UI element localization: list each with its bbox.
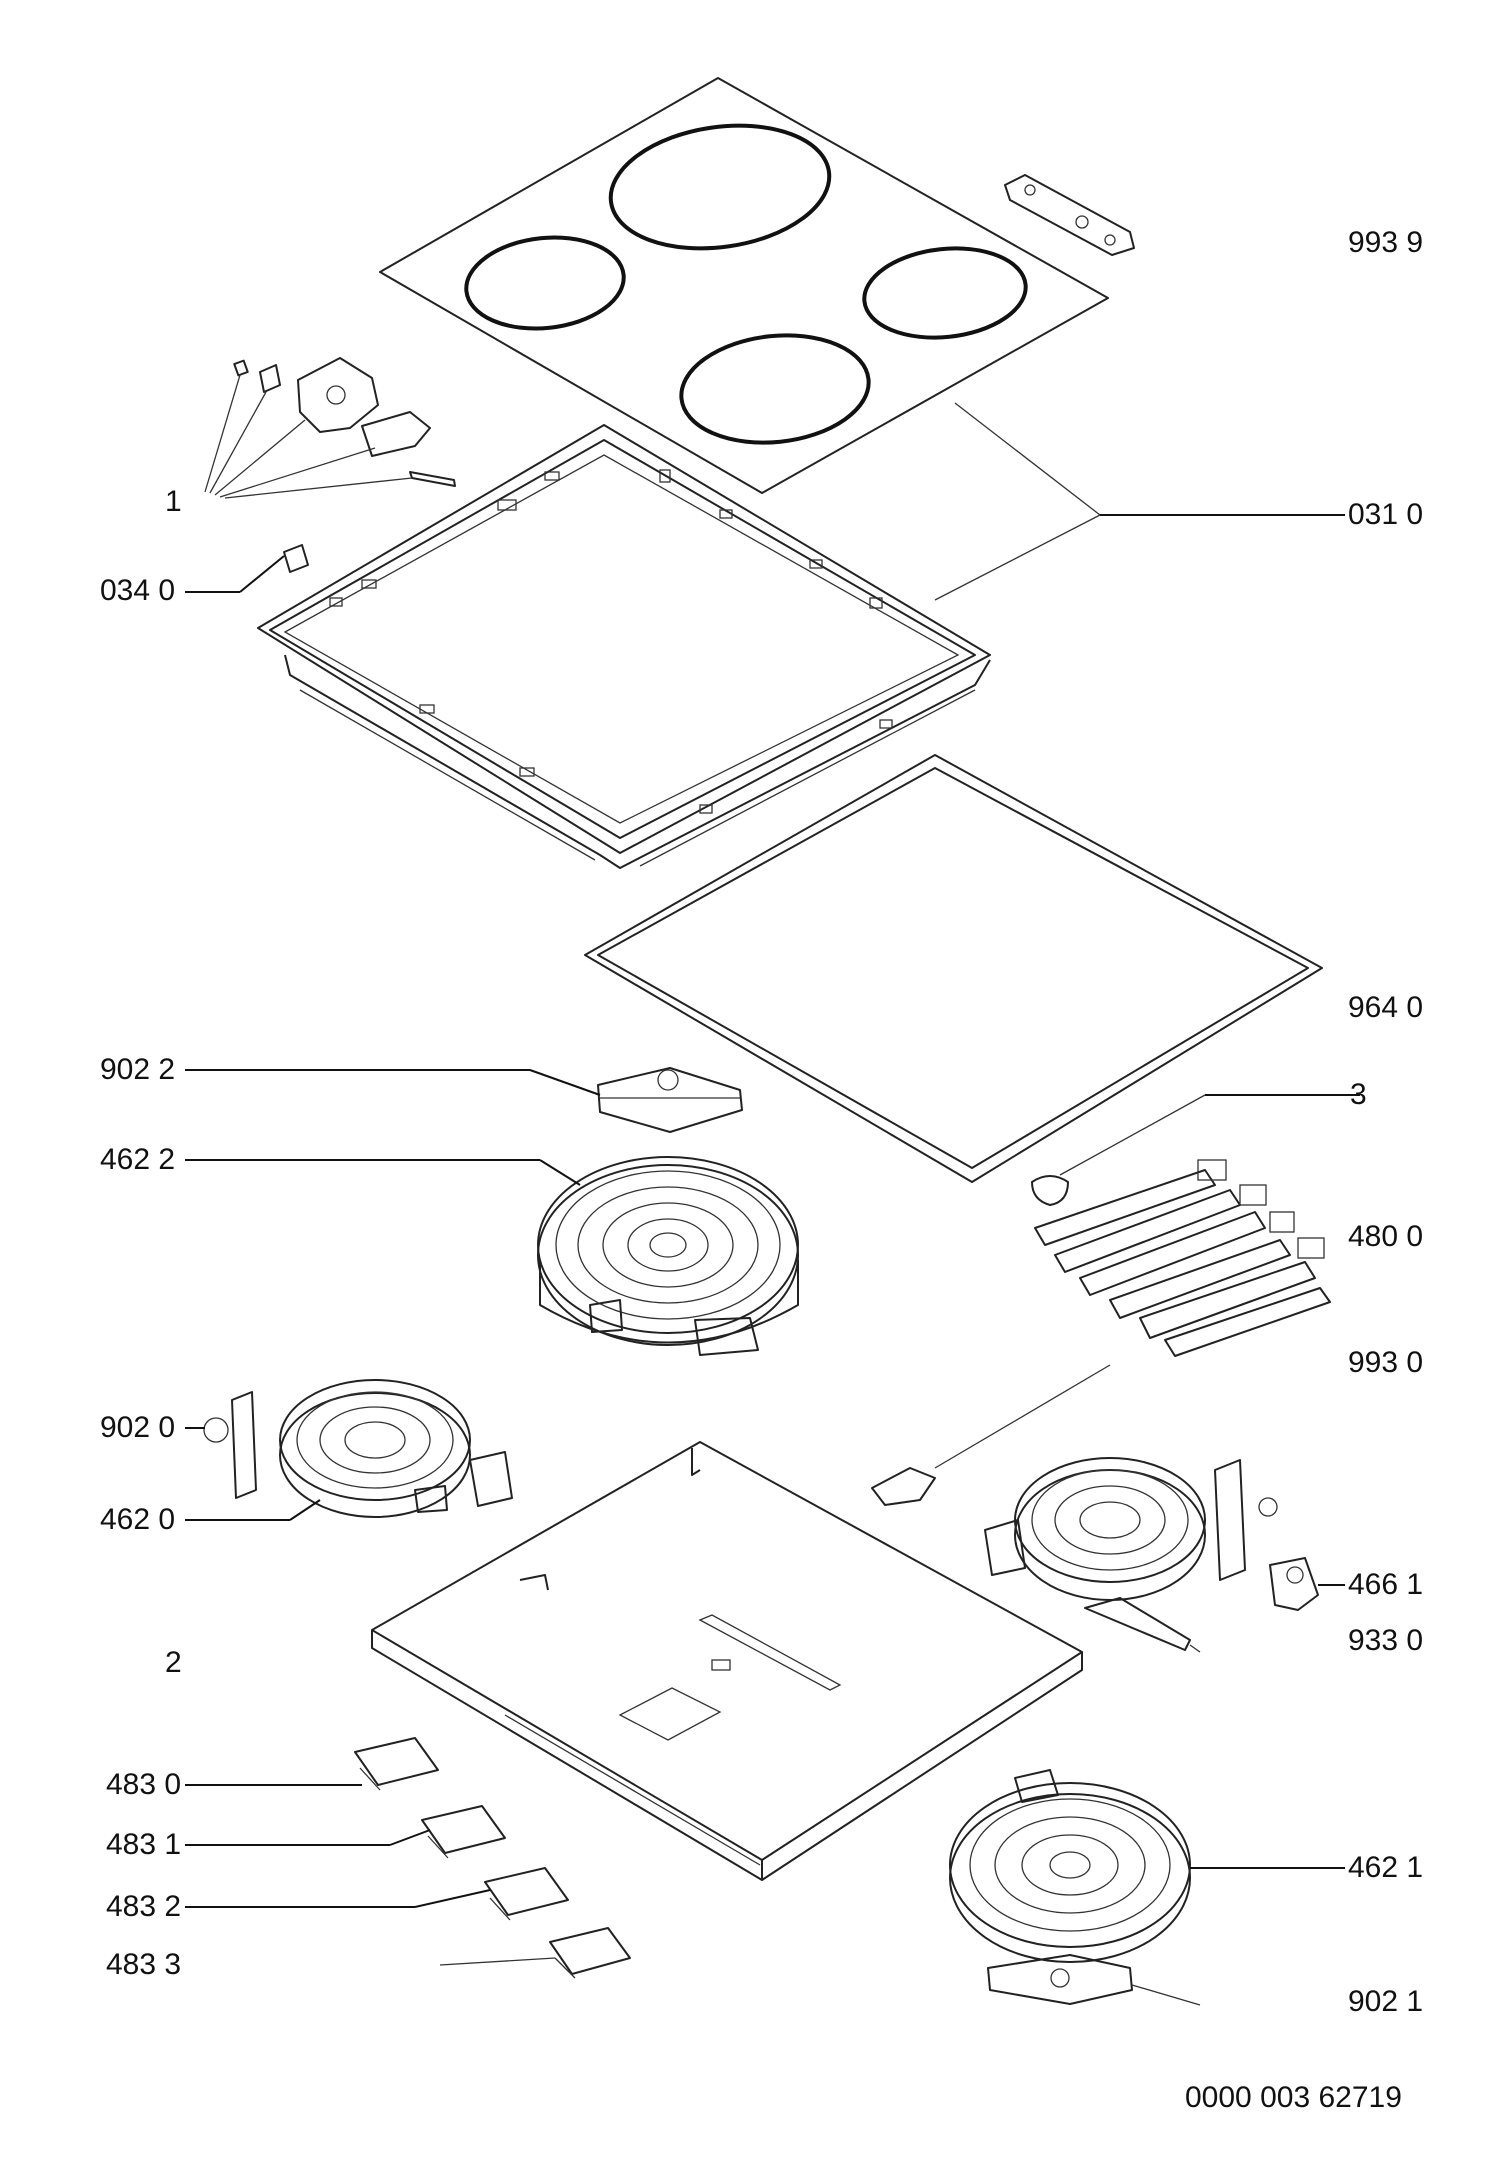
frame-seal xyxy=(584,754,1323,1183)
label-462-1: 462 1 xyxy=(1348,1851,1424,1884)
label-034-0: 034 0 xyxy=(100,574,176,607)
label-1: 1 xyxy=(165,485,182,518)
label-466-1: 466 1 xyxy=(1348,1568,1424,1601)
label-902-2: 902 2 xyxy=(100,1053,176,1086)
heating-element-462-1 xyxy=(949,1769,1191,1963)
label-483-1: 483 1 xyxy=(106,1828,182,1861)
label-031-0: 031 0 xyxy=(1348,498,1424,531)
label-902-1: 902 1 xyxy=(1348,1985,1424,2018)
connector-483-1 xyxy=(421,1805,506,1859)
connector-483-0 xyxy=(354,1737,439,1791)
bracket-902-2 xyxy=(597,1067,743,1133)
energy-regulators-480 xyxy=(1034,1159,1331,1357)
label-483-0: 483 0 xyxy=(106,1768,182,1801)
bracket-902-1 xyxy=(987,1954,1133,2005)
bracket-933-0 xyxy=(1084,1597,1201,1653)
clip-part-034 xyxy=(283,544,309,573)
thermal-limiter-466-1 xyxy=(1269,1557,1319,1611)
connector-483-2 xyxy=(484,1867,569,1921)
hob-frame xyxy=(257,424,991,869)
label-2: 2 xyxy=(165,1646,182,1679)
leader-lines xyxy=(185,402,1360,2006)
bracket-902-0 xyxy=(203,1391,257,1499)
connector-483-3 xyxy=(549,1927,631,1979)
base-tray xyxy=(371,1441,1083,1881)
heating-element-462-2 xyxy=(537,1156,799,1356)
label-993-9: 993 9 xyxy=(1348,226,1424,259)
small-part-3 xyxy=(1031,1175,1069,1206)
label-462-2: 462 2 xyxy=(100,1143,176,1176)
label-480-0: 480 0 xyxy=(1348,1220,1424,1253)
label-483-3: 483 3 xyxy=(106,1948,182,1981)
heating-element-right xyxy=(984,1457,1278,1601)
label-964-0: 964 0 xyxy=(1348,991,1424,1024)
component-993-0 xyxy=(871,1364,1111,1506)
label-933-0: 933 0 xyxy=(1348,1624,1424,1657)
heating-element-462-0 xyxy=(279,1379,513,1518)
label-483-2: 483 2 xyxy=(106,1890,182,1923)
label-902-0: 902 0 xyxy=(100,1411,176,1444)
drawing-number: 0000 003 62719 xyxy=(1185,2081,1402,2114)
label-3: 3 xyxy=(1350,1078,1367,1111)
glass-ceramic-hob-top xyxy=(379,77,1135,494)
label-993-0: 993 0 xyxy=(1348,1346,1424,1379)
label-462-0: 462 0 xyxy=(100,1503,176,1536)
fixing-parts-group-1 xyxy=(204,357,456,499)
